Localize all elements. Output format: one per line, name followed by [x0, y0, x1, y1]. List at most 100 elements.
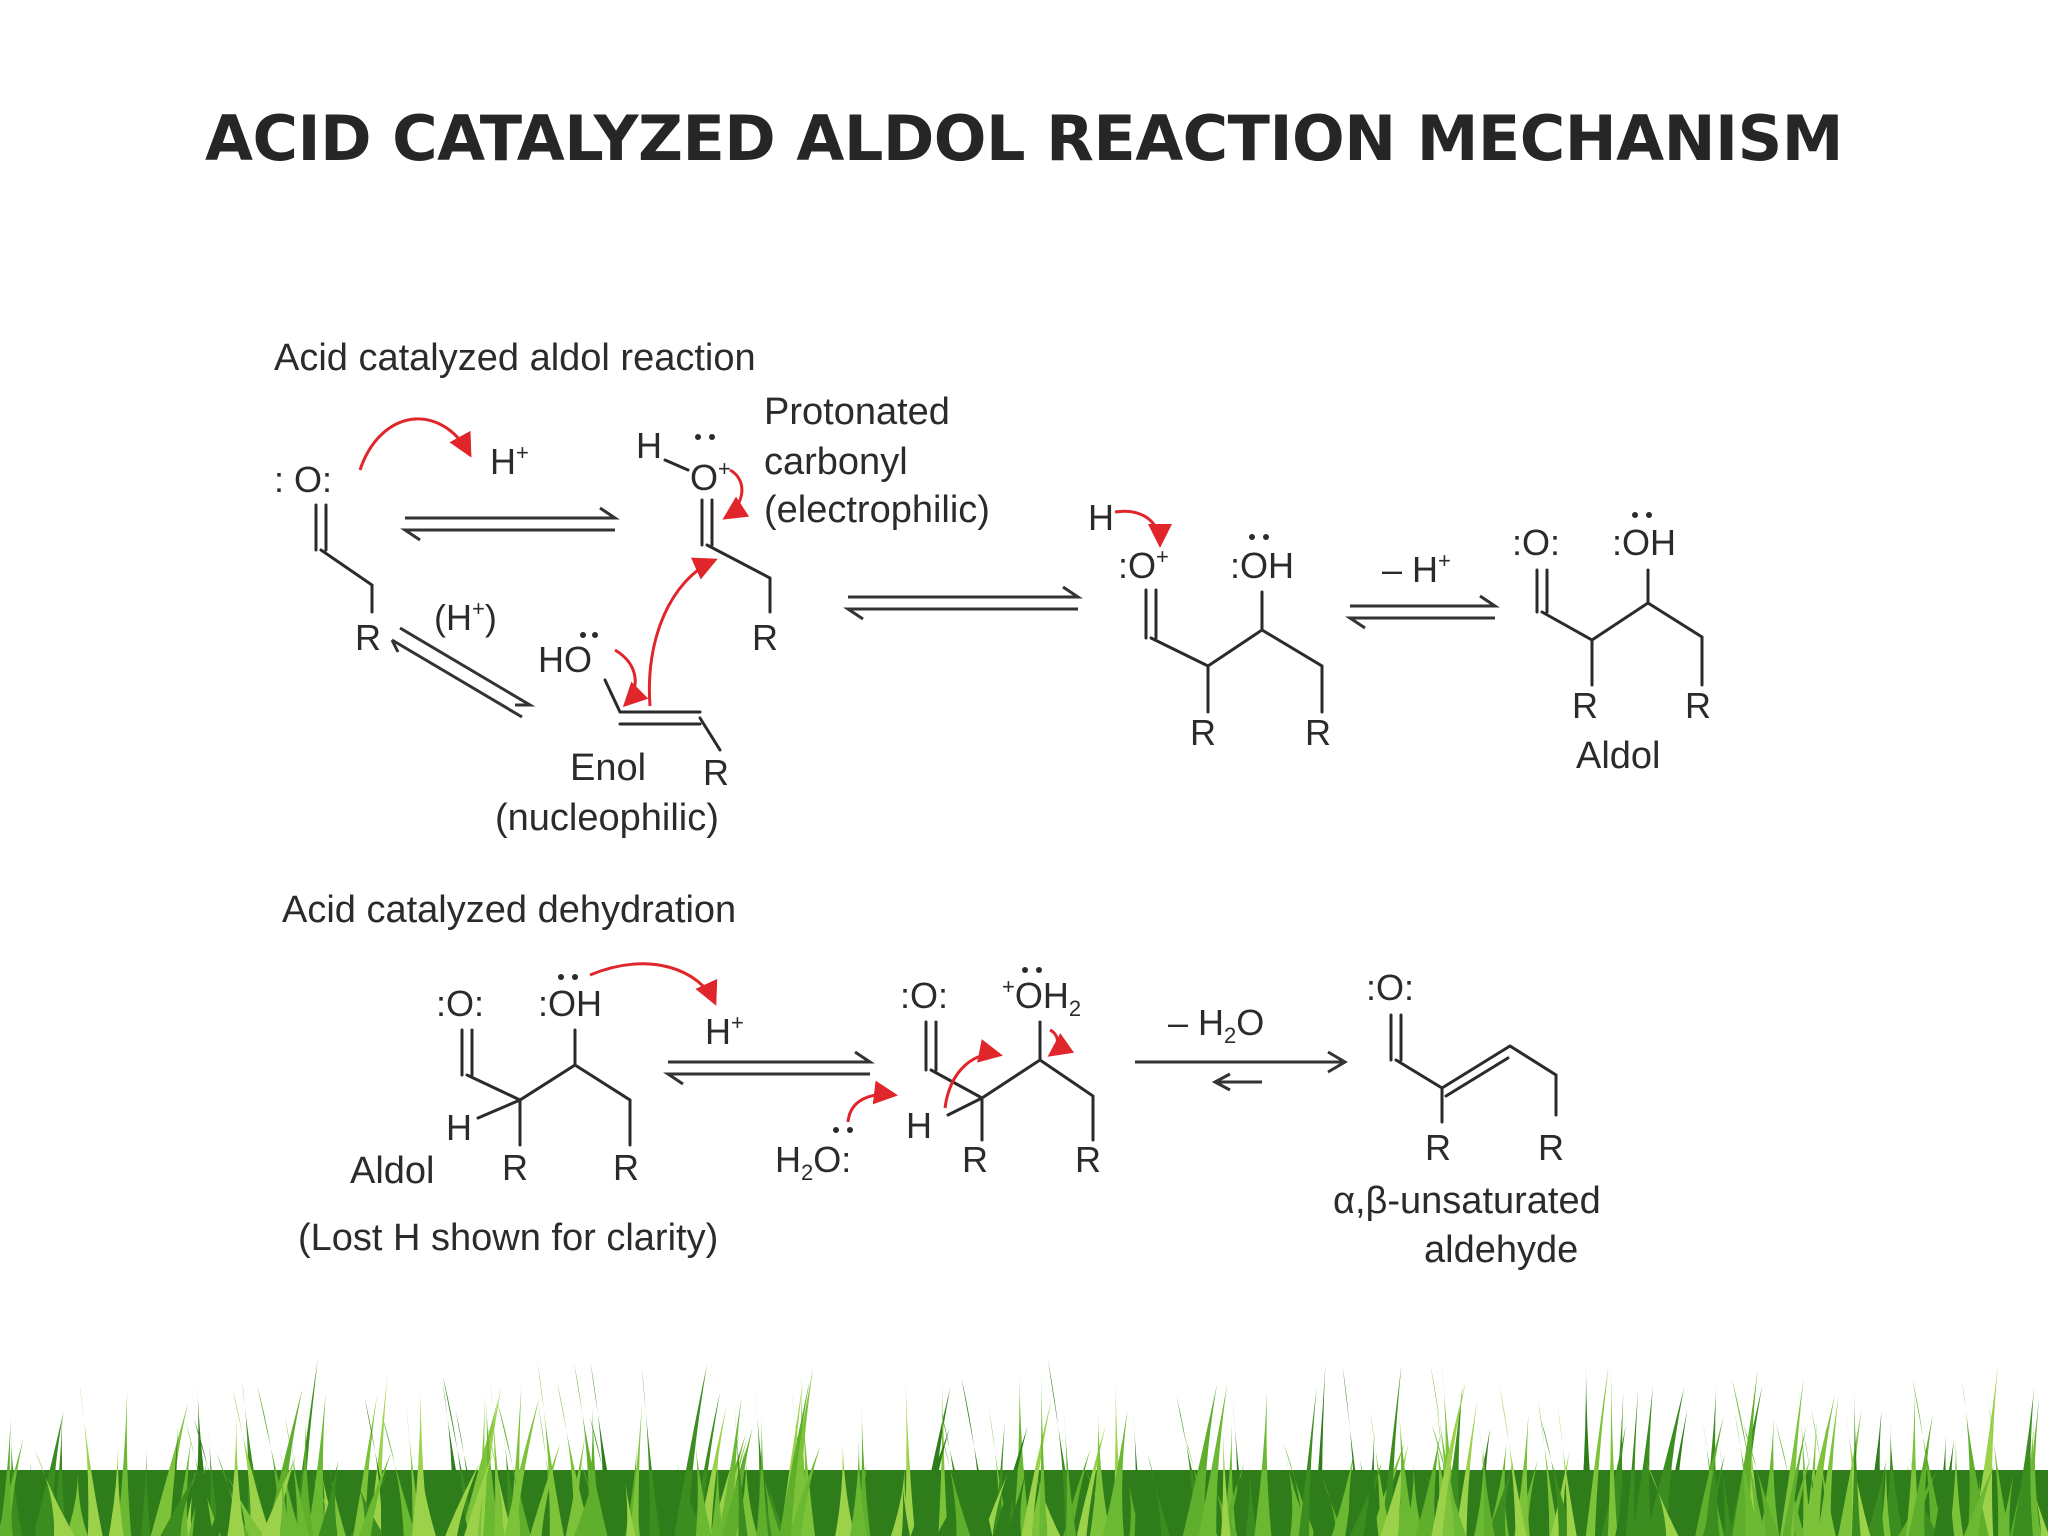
grass-blade: [788, 1446, 821, 1536]
grass-blade: [1880, 1455, 1891, 1536]
grass-blade: [849, 1438, 868, 1536]
grass-blade: [800, 1376, 816, 1536]
dehyd-aldol-bonds: [460, 1028, 632, 1147]
grass-blade: [242, 1380, 267, 1536]
grass-blade: [1615, 1474, 1634, 1536]
grass-blade: [1557, 1404, 1577, 1536]
grass-blade: [0, 1418, 13, 1536]
grass-blade: [1313, 1363, 1326, 1536]
grass-blade: [208, 1427, 221, 1536]
grass-blade: [216, 1453, 250, 1536]
grass-blade: [1838, 1409, 1862, 1536]
grass-blade: [1425, 1474, 1455, 1536]
grass-blade: [1776, 1424, 1805, 1536]
dehyd-int-oh2: +OH2: [1002, 974, 1081, 1021]
grass-blade: [1431, 1423, 1467, 1536]
grass-blade: [504, 1398, 540, 1536]
red-arrow-protonation: [358, 417, 472, 471]
grass-blade: [1908, 1414, 1933, 1536]
grass-blade: [1039, 1357, 1048, 1536]
grass-blade: [580, 1461, 605, 1536]
dehyd-int-h: H: [906, 1105, 932, 1146]
grass-blade: [150, 1403, 188, 1536]
grass-blade: [52, 1416, 67, 1536]
equilibrium-arrow-3: [1345, 594, 1500, 630]
grass-blade: [284, 1416, 310, 1536]
grass-blade: [904, 1361, 916, 1536]
grass-blade: [1442, 1383, 1463, 1536]
grass-blade: [1780, 1377, 1804, 1536]
grass-blade: [33, 1411, 64, 1536]
grass-blade: [1732, 1379, 1766, 1536]
grass-blade: [1479, 1426, 1495, 1536]
grass-blade: [1963, 1463, 1995, 1536]
grass-blade: [733, 1402, 748, 1536]
grass-blade: [1089, 1410, 1111, 1536]
grass-blade: [1127, 1473, 1142, 1536]
intermediate-oh: :OH: [1230, 545, 1294, 586]
grass-blade: [1499, 1386, 1527, 1536]
h-plus-top: H+: [490, 440, 529, 482]
grass-blade: [961, 1378, 993, 1536]
dehyd-aldol-r-group-2: R: [613, 1147, 639, 1188]
grass-blade: [2000, 1475, 2014, 1536]
grass-blade: [257, 1385, 293, 1536]
equilibrium-arrow-1: [400, 506, 620, 542]
grass-blade: [1198, 1384, 1228, 1536]
grass-blade: [1703, 1454, 1726, 1536]
grass-blade: [307, 1391, 326, 1536]
grass-blade: [590, 1362, 621, 1536]
grass-blade: [1540, 1419, 1574, 1536]
grass-blade: [445, 1461, 481, 1536]
grass-blade: [1415, 1433, 1441, 1536]
grass-blade: [1949, 1437, 1964, 1536]
grass-blade: [227, 1417, 245, 1536]
grass-blade: [1883, 1422, 1904, 1536]
grass-blade: [1345, 1467, 1354, 1536]
grass-blade: [940, 1432, 971, 1536]
grass-blade: [1585, 1365, 1609, 1536]
grass-blade: [1486, 1462, 1513, 1536]
dehyd-aldol-oh: :OH: [538, 983, 602, 1024]
grass-blade: [116, 1387, 132, 1536]
dehyd-aldol-oxygen: :O:: [436, 983, 484, 1024]
grass-blade: [2012, 1386, 2035, 1536]
grass-blade: [460, 1400, 498, 1536]
grass-blade: [490, 1379, 505, 1536]
grass-blade: [756, 1412, 769, 1536]
grass-blade: [1380, 1364, 1402, 1536]
dehyd-int-oxygen: :O:: [900, 975, 948, 1016]
equilibrium-arrow-2: [843, 585, 1083, 621]
slide-title: ACID CATALYZED ALDOL REACTION MECHANISM: [205, 102, 1843, 175]
intermediate-bonds: [1144, 588, 1324, 714]
grass-blade: [1182, 1383, 1218, 1536]
grass-blade: [1906, 1465, 1938, 1536]
grass-blade: [1759, 1418, 1780, 1536]
grass-blade: [759, 1458, 782, 1536]
grass-blade: [1370, 1410, 1391, 1536]
grass-blade: [623, 1468, 636, 1536]
grass-blade: [1734, 1412, 1761, 1536]
grass-blade: [641, 1366, 661, 1536]
grass-blade: [1866, 1461, 1886, 1536]
grass-blade: [698, 1406, 727, 1536]
grass-blade: [232, 1388, 271, 1536]
grass-blade: [464, 1448, 494, 1536]
grass-blade: [23, 1460, 37, 1536]
grass-blade: [1254, 1386, 1272, 1536]
protonated-label-electrophilic: (electrophilic): [764, 489, 990, 531]
grass-blade: [1380, 1443, 1409, 1536]
grass-blade: [589, 1417, 622, 1536]
grass-blade: [1102, 1409, 1128, 1536]
grass-blade: [1632, 1384, 1654, 1536]
grass-blade: [1782, 1425, 1807, 1536]
grass-blade: [1662, 1408, 1688, 1536]
grass-blade: [226, 1474, 265, 1536]
grass-blade: [1537, 1397, 1560, 1536]
grass-blade: [140, 1449, 151, 1536]
grass-blade: [574, 1475, 595, 1536]
grass-blade: [676, 1463, 706, 1536]
protonated-oxygen: O+: [690, 456, 731, 498]
grass-blade: [1455, 1400, 1478, 1536]
